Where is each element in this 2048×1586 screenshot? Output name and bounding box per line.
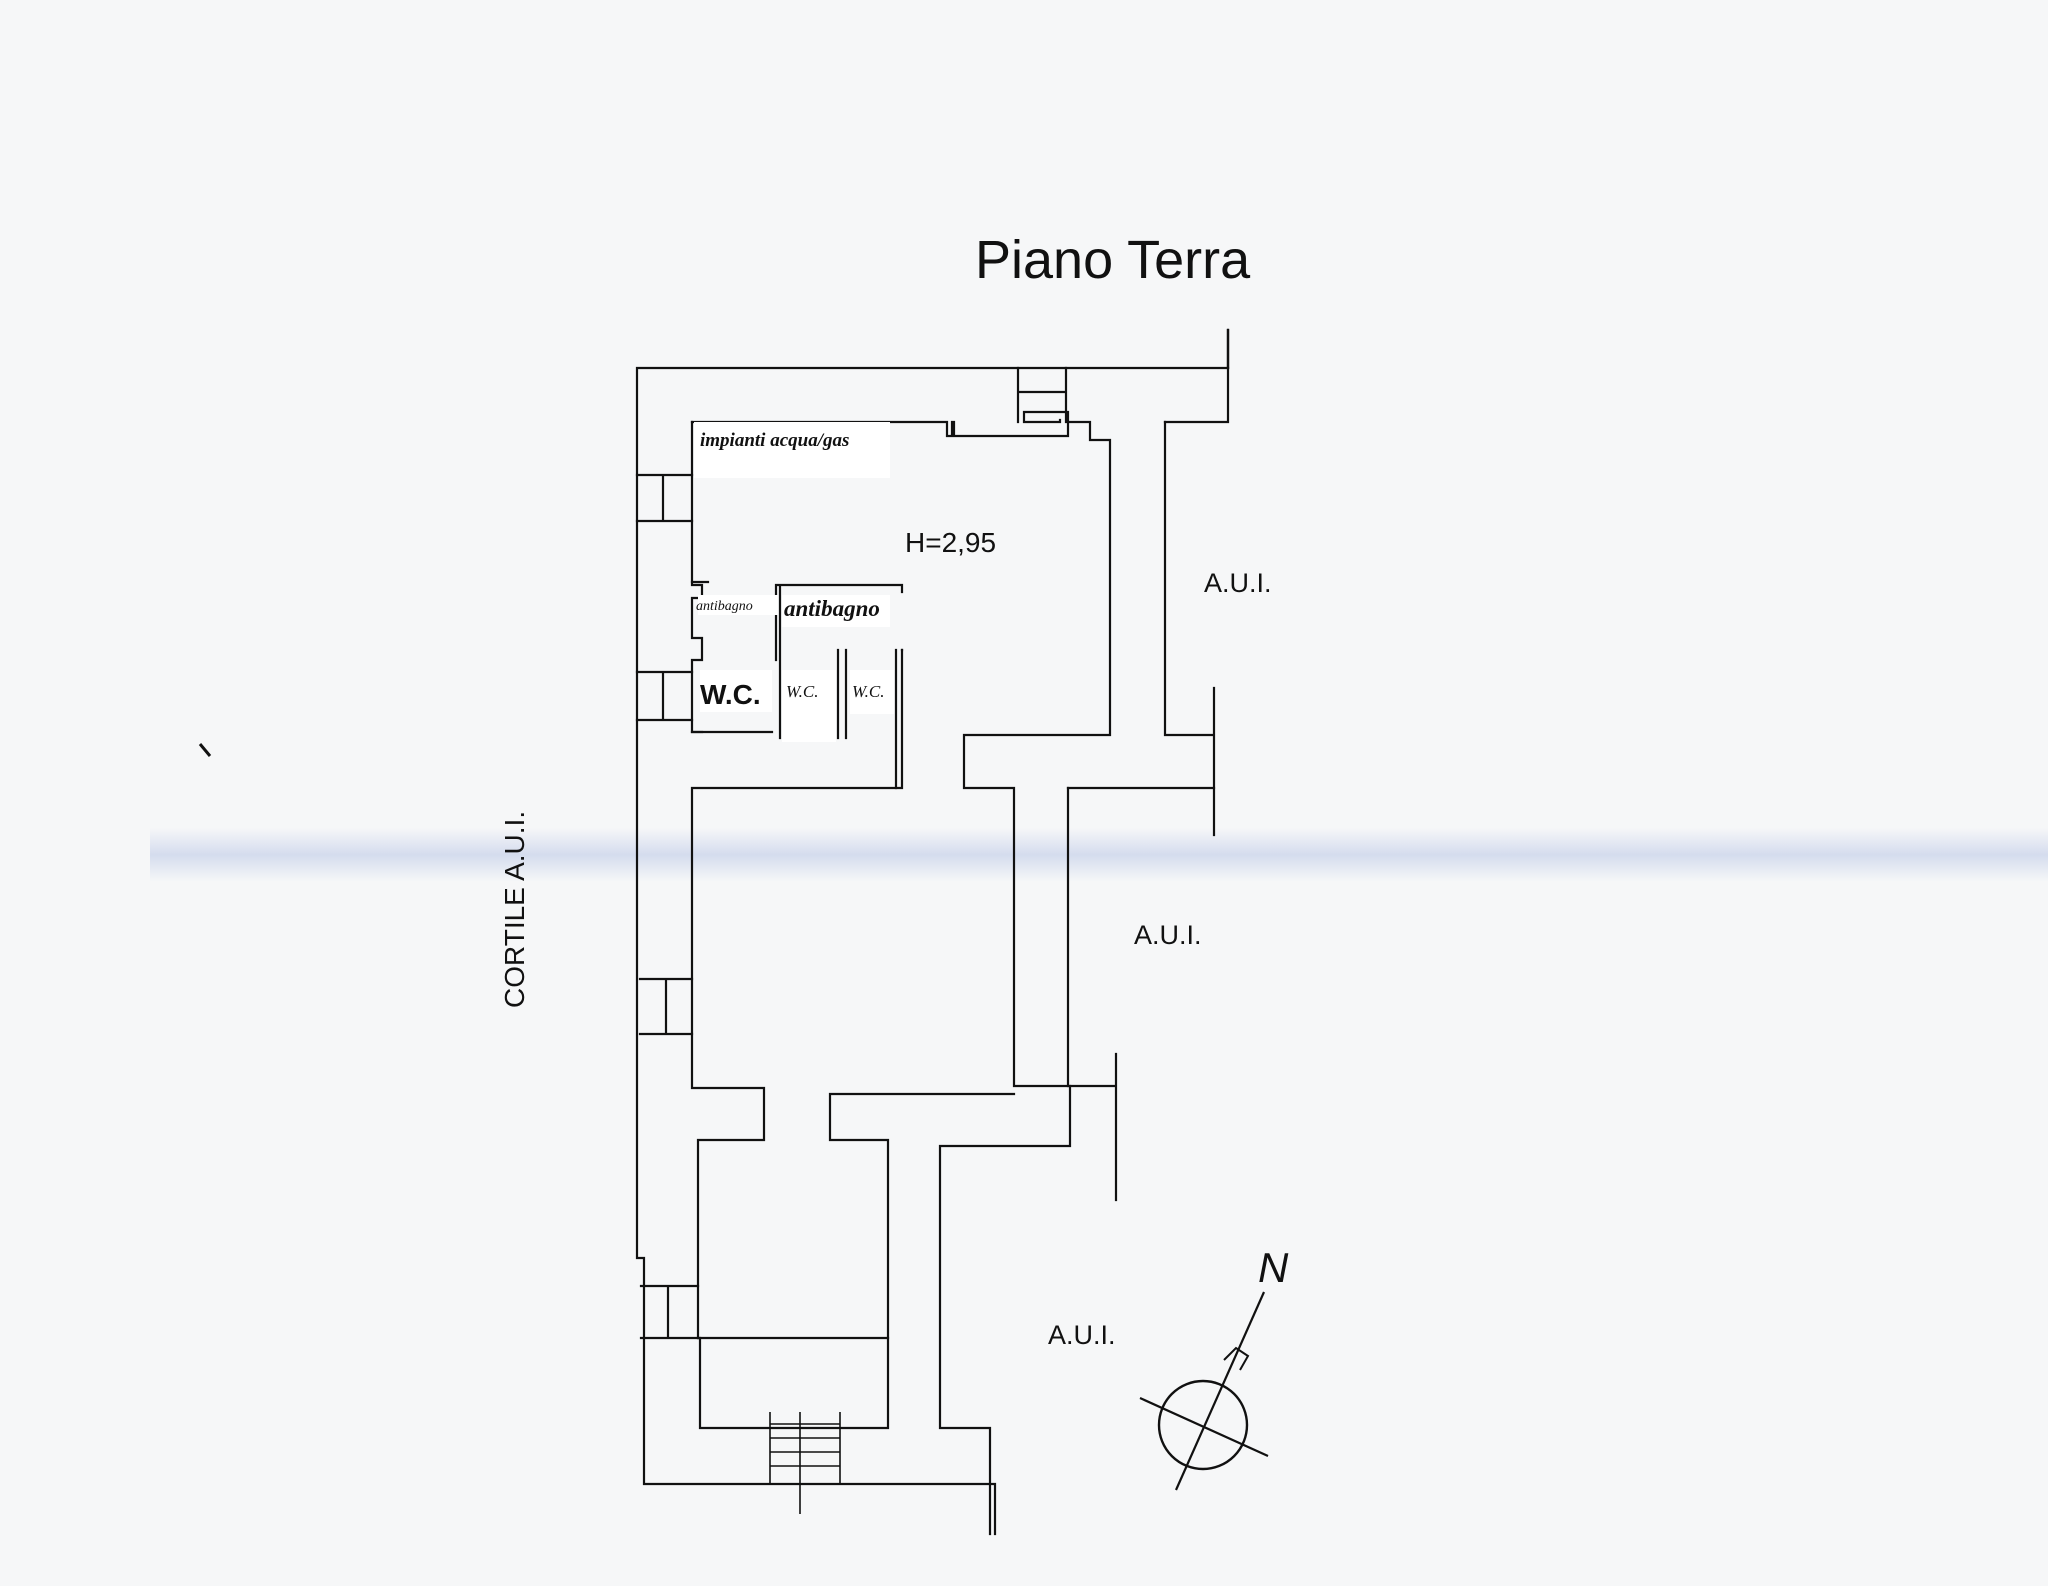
compass-icon: N xyxy=(1139,1244,1289,1491)
compass-north-label: N xyxy=(1258,1244,1289,1291)
building-walls xyxy=(635,328,1230,1536)
label-wc-2: W.C. xyxy=(786,682,818,701)
label-aui-1: A.U.I. xyxy=(1204,568,1272,598)
label-aui-3: A.U.I. xyxy=(1048,1320,1116,1350)
label-antibagno-large: antibagno xyxy=(784,596,880,621)
label-wc-3: W.C. xyxy=(852,682,884,701)
label-impianti: impianti acqua/gas xyxy=(700,430,849,451)
label-height: H=2,95 xyxy=(905,527,996,558)
scan-streak xyxy=(150,828,2048,882)
label-wc-1: W.C. xyxy=(700,679,761,710)
plan-title: Piano Terra xyxy=(975,230,1251,290)
scan-mark xyxy=(198,743,212,757)
label-antibagno-small: antibagno xyxy=(696,599,753,614)
label-cortile: CORTILE A.U.I. xyxy=(499,811,530,1008)
label-aui-2: A.U.I. xyxy=(1134,920,1202,950)
